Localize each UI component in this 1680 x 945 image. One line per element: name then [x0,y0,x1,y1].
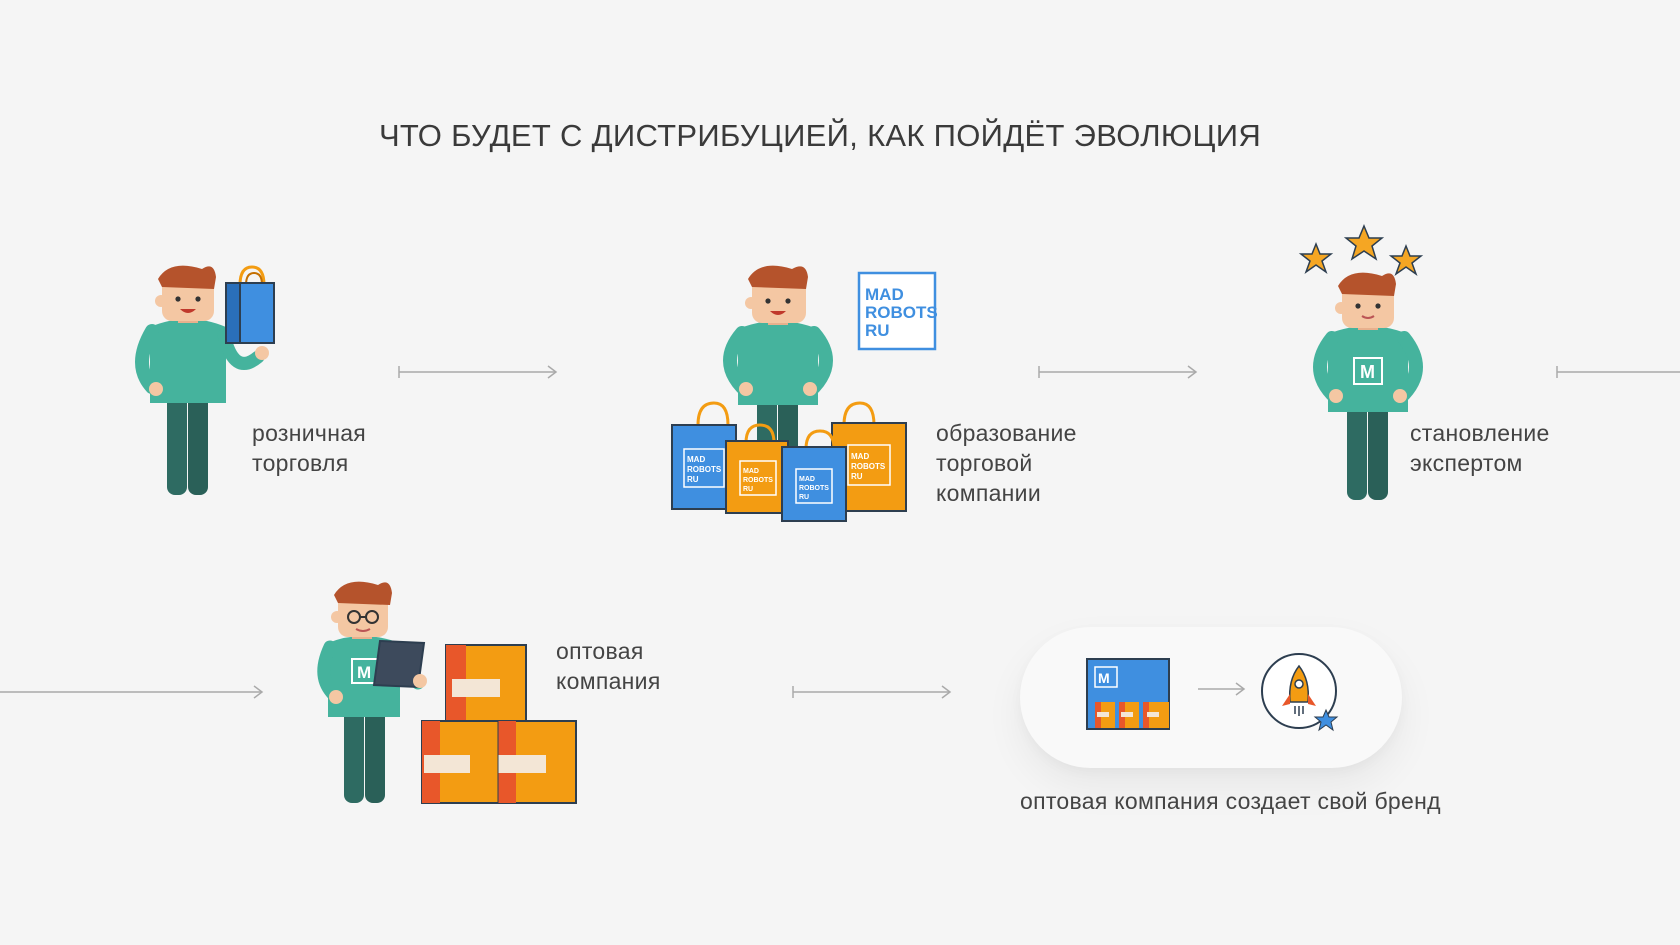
svg-text:ROBOTS: ROBOTS [851,462,886,471]
expert-person-illustration: M [1298,224,1424,500]
svg-text:MAD: MAD [851,452,869,461]
svg-text:ROBOTS: ROBOTS [799,485,829,492]
page-title: ЧТО БУДЕТ С ДИСТРИБУЦИЕЙ, КАК ПОЙДЁТ ЭВО… [378,118,1262,153]
svg-text:MAD: MAD [743,468,759,475]
svg-text:RU: RU [865,321,890,340]
svg-text:RU: RU [743,486,753,493]
svg-text:MAD: MAD [865,285,904,304]
svg-text:M: M [357,663,371,682]
svg-text:ROBOTS: ROBOTS [743,477,773,484]
svg-text:ROBOTS: ROBOTS [687,465,722,474]
wholesale-brand-box-icon: M [1086,658,1170,730]
wholesale-label: оптовая компания [556,638,661,694]
mad-robots-logo: MAD ROBOTS RU [857,271,938,351]
bag-logo-text: MAD [687,455,705,464]
retail-label: розничная торговля [252,420,367,476]
trading-company-label: образование торговой компании [936,420,1077,506]
star-icon [1343,224,1385,261]
svg-text:RU: RU [799,494,809,501]
expert-label: становление экспертом [1410,420,1550,476]
trading-company-illustration: MAD ROBOTS RU MAD ROBOTS RU MAD ROBOTS R… [671,265,907,522]
retail-person-illustration [135,265,275,495]
arrow-right-icon [792,685,952,699]
rocket-icon [1261,653,1339,732]
svg-text:M: M [1360,362,1375,382]
brand-stage-label: оптовая компания создает свой бренд [1020,788,1441,814]
arrow-right-icon [398,365,558,379]
svg-text:RU: RU [687,475,699,484]
arrow-right-icon [0,685,264,699]
svg-text:MAD: MAD [799,476,815,483]
svg-text:ROBOTS: ROBOTS [865,303,938,322]
arrow-right-icon [1556,366,1680,378]
brand-stage-card [1020,627,1402,768]
svg-text:M: M [1098,670,1110,686]
arrow-right-icon [1198,682,1246,696]
wholesale-company-illustration: M [317,581,577,804]
star-icon [1298,241,1334,274]
svg-text:RU: RU [851,472,863,481]
star-icon [1313,708,1339,732]
arrow-right-icon [1038,365,1198,379]
star-icon [1388,243,1424,276]
